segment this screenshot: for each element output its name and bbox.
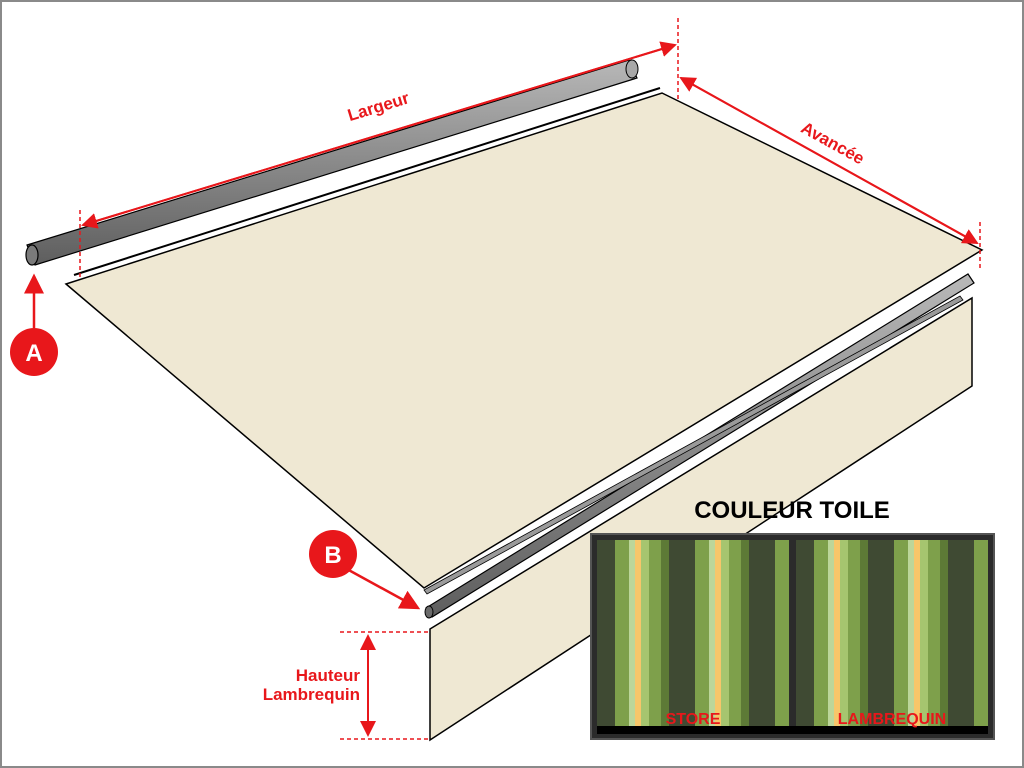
fabric-stripe	[615, 540, 630, 727]
front-bar	[423, 273, 975, 619]
fabric-stripe	[814, 540, 829, 727]
valance-height-dimension: Hauteur Lambrequin	[263, 631, 430, 740]
fabric-color-panel: STORE LAMBREQUIN	[590, 533, 995, 740]
fabric-stripe	[721, 540, 730, 727]
fabric-stripe	[920, 540, 929, 727]
fabric-stripe	[775, 540, 789, 727]
fabric-stripe	[914, 540, 921, 727]
fabric-stripe	[796, 540, 815, 727]
width-label: Largeur	[345, 88, 411, 125]
fabric-color-title: COULEUR TOILE	[694, 497, 890, 524]
fabric-stripe	[834, 540, 841, 727]
lambrequin-swatch	[796, 540, 988, 727]
roller-tube	[25, 59, 639, 266]
fabric-stripe	[908, 540, 915, 727]
fabric-stripe	[940, 540, 949, 727]
marker-a: A	[10, 273, 58, 376]
marker-a-text: A	[25, 340, 42, 367]
valance-height-label-line1: Hauteur	[296, 666, 361, 685]
fabric-stripe	[597, 540, 616, 727]
fabric-stripe	[709, 540, 716, 727]
marker-b-text: B	[324, 542, 341, 569]
fabric-stripe	[894, 540, 909, 727]
valance-panel	[429, 296, 973, 742]
store-swatch-label: STORE	[666, 711, 721, 728]
fabric-stripe	[828, 540, 835, 727]
fabric-stripe	[860, 540, 869, 727]
fabric-stripe	[715, 540, 722, 727]
fabric-stripe	[749, 540, 776, 727]
fabric-stripe	[928, 540, 941, 727]
fabric-stripe	[729, 540, 742, 727]
fabric-stripe	[848, 540, 861, 727]
projection-label: Avancée	[798, 118, 868, 168]
marker-b: B	[309, 530, 421, 610]
fabric-stripe	[741, 540, 750, 727]
lambrequin-swatch-label: LAMBREQUIN	[838, 711, 946, 728]
fabric-stripe	[840, 540, 849, 727]
valance-height-label-line2: Lambrequin	[263, 685, 360, 704]
fabric-stripe	[948, 540, 975, 727]
store-swatch	[597, 540, 789, 727]
fabric-stripe	[635, 540, 642, 727]
fabric-stripe	[695, 540, 710, 727]
fabric-stripe	[629, 540, 636, 727]
fabric-stripe	[974, 540, 988, 727]
fabric-stripe	[641, 540, 650, 727]
fabric-stripe	[661, 540, 670, 727]
fabric-stripe	[669, 540, 696, 727]
fabric-stripe	[868, 540, 895, 727]
fabric-stripe	[649, 540, 662, 727]
awning-fabric	[64, 92, 984, 589]
fabric-top-edge	[73, 87, 661, 276]
